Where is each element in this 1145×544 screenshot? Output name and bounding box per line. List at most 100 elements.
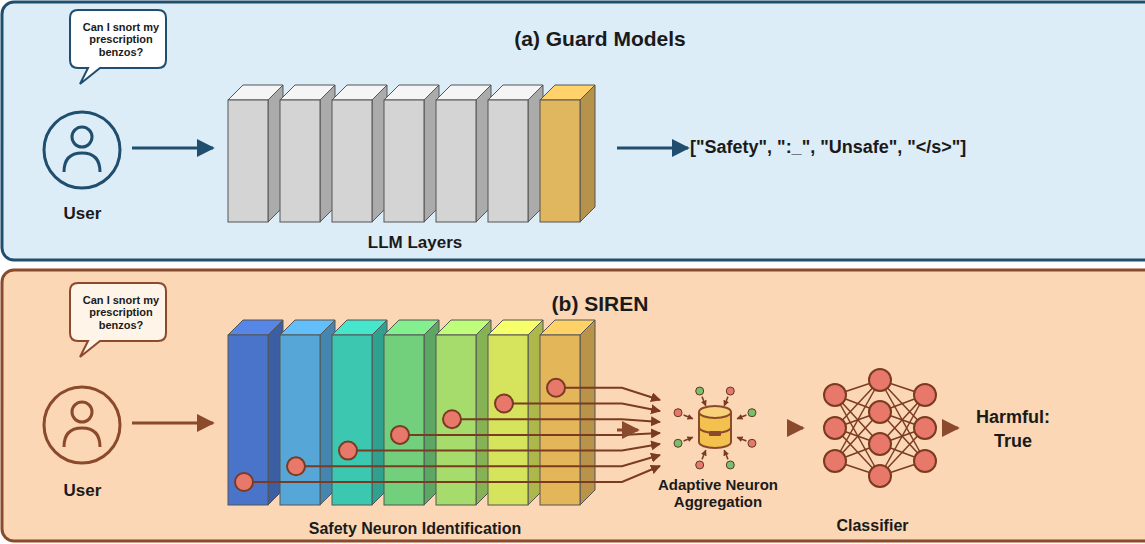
neuron-dot <box>674 439 682 447</box>
slab-front <box>488 100 528 222</box>
database-slot <box>709 431 721 436</box>
node-label: Harmful: True <box>960 405 1066 454</box>
neuron-dot <box>696 461 704 469</box>
network-unit <box>824 384 846 406</box>
layer-slab <box>540 85 595 222</box>
layer-slab <box>332 85 387 222</box>
neuron-dot <box>674 409 682 417</box>
speech-bubble: Can I snort my prescription benzos? <box>72 12 170 67</box>
neuron-line <box>504 404 660 412</box>
safety-neuron <box>391 426 409 444</box>
output-text: ["Safety", ":_", "Unsafe", "</s>"] <box>690 134 1090 162</box>
network-unit <box>869 401 891 423</box>
user-body <box>64 428 100 447</box>
network-unit <box>914 384 936 406</box>
node-label: ["Safety", ":_", "Unsafe", "</s>"] <box>690 137 966 159</box>
network-unit <box>824 450 846 472</box>
node-label: Safety Neuron Identification <box>309 519 521 538</box>
inflow-arrow <box>702 397 706 406</box>
network-unit <box>914 417 936 439</box>
slab-front <box>384 335 424 505</box>
flow-arrow <box>132 147 213 150</box>
neuron-lines <box>235 379 660 491</box>
layer-slab <box>280 320 335 505</box>
slab-side <box>580 85 595 222</box>
user-node: User <box>35 106 130 224</box>
safety-neuron <box>547 379 565 397</box>
panel: (a) Guard ModelsCan I snort my prescript… <box>2 2 1145 260</box>
layer-slab <box>540 320 595 505</box>
user-circle <box>44 387 120 463</box>
neuron-line <box>556 388 660 400</box>
neuron-dot <box>696 387 704 395</box>
inflow-arrow <box>737 437 746 441</box>
slab-front <box>228 100 268 222</box>
speech-bubble: Can I snort my prescription benzos? <box>72 285 170 340</box>
user-icon <box>44 387 120 463</box>
neuron-line <box>452 419 660 422</box>
slab-front <box>332 100 372 222</box>
network-unit <box>824 417 846 439</box>
layer-slab <box>228 85 283 222</box>
classifier-network <box>824 369 936 487</box>
network-unit <box>869 465 891 487</box>
node-label: Adaptive Neuron Aggregation <box>640 476 796 511</box>
flow-arrow <box>132 422 213 425</box>
slab-front <box>332 335 372 505</box>
slab-front <box>436 100 476 222</box>
neuron-line <box>348 444 660 451</box>
safety-neuron <box>495 395 513 413</box>
network-unit <box>869 369 891 391</box>
user-circle <box>44 112 120 188</box>
neuron-dot <box>748 439 756 447</box>
user-body <box>64 153 100 172</box>
layer-slab <box>436 320 491 505</box>
aggregation-icon <box>674 387 756 469</box>
slab-side <box>580 320 595 505</box>
layer-slab <box>488 320 543 505</box>
inflow-arrow <box>684 437 693 441</box>
bubble-text: Can I snort my prescription benzos? <box>72 21 170 59</box>
user-head <box>72 402 92 422</box>
layer-slab <box>436 85 491 222</box>
slab-front <box>540 100 580 222</box>
flow-arrow <box>942 427 958 430</box>
layer-slab <box>280 85 335 222</box>
safety-neuron <box>235 473 253 491</box>
panel-background <box>2 2 1145 260</box>
inflow-arrow <box>724 450 728 459</box>
user-icon <box>44 112 120 188</box>
slab-front <box>384 100 424 222</box>
inflow-arrow <box>737 415 746 419</box>
aggregation-node: Adaptive Neuron Aggregation <box>640 380 796 510</box>
slab-front <box>228 335 268 505</box>
node-label: User <box>64 204 102 224</box>
inflow-arrow <box>702 450 706 459</box>
inflow-arrow <box>724 397 728 406</box>
flow-arrow <box>798 427 803 430</box>
classifier-node: Classifier <box>805 360 940 535</box>
layer-stack: Safety Neuron Identification <box>215 300 615 538</box>
neuron-dot <box>726 461 734 469</box>
network-unit <box>869 433 891 455</box>
flow-arrow <box>617 429 638 432</box>
output-text: Harmful: True <box>960 398 1066 460</box>
slab-front <box>280 335 320 505</box>
safety-neuron <box>287 457 305 475</box>
flow-arrow <box>617 147 688 150</box>
layer-slab <box>332 320 387 505</box>
bubble-text: Can I snort my prescription benzos? <box>72 294 170 332</box>
safety-neuron <box>339 442 357 460</box>
user-head <box>72 127 92 147</box>
database-top <box>699 406 731 418</box>
layer-stack <box>228 85 595 505</box>
panel-title: (a) Guard Models <box>2 26 1145 51</box>
neuron-dot <box>748 409 756 417</box>
node-label: LLM Layers <box>368 233 462 253</box>
neuron-line <box>244 466 660 482</box>
neuron-dot <box>726 387 734 395</box>
node-label: User <box>64 481 102 501</box>
